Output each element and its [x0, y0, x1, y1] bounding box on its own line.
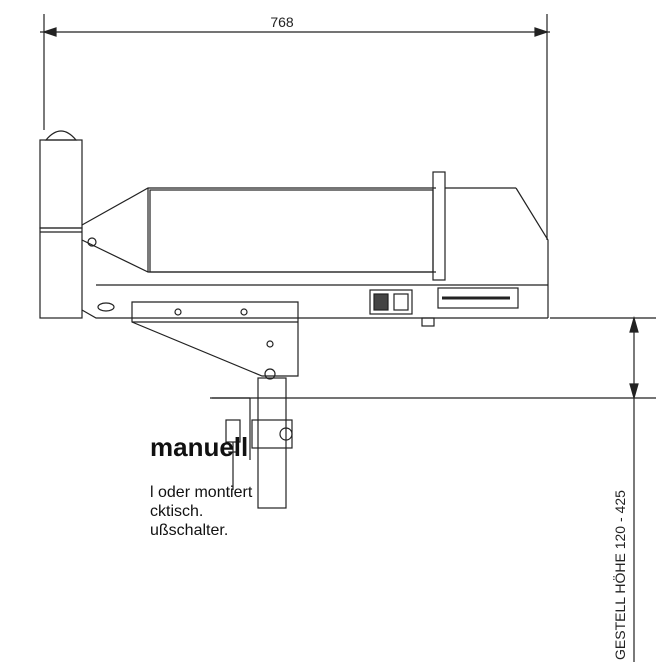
- width-dimension-label: 768: [270, 14, 294, 30]
- text-line-2: cktisch.: [150, 503, 204, 520]
- base-knob: [97, 302, 115, 312]
- height-label: GESTELL HÖHE 120 - 425: [612, 490, 628, 660]
- funnel-bottom: [81, 239, 436, 273]
- left-post-lower: [39, 227, 83, 319]
- switch-box: [369, 289, 413, 315]
- housing-slope: [515, 187, 549, 318]
- section-heading: manuell: [150, 432, 249, 462]
- arrow-left: [42, 27, 57, 37]
- left-post-upper: [39, 139, 83, 229]
- post-cap: [44, 130, 78, 141]
- lower-post: [257, 377, 287, 509]
- main-box: [149, 189, 434, 273]
- base-line: [81, 309, 548, 319]
- text-line-1: l oder montiert: [150, 484, 253, 501]
- end-plate: [432, 171, 446, 281]
- text-line-3: ußschalter.: [150, 522, 229, 539]
- description-text: l oder montiert cktisch. ußschalter.: [150, 483, 252, 540]
- funnel-top: [81, 187, 436, 226]
- arrow-right: [534, 27, 549, 37]
- bracket: [131, 301, 299, 377]
- label-plate: [437, 287, 519, 309]
